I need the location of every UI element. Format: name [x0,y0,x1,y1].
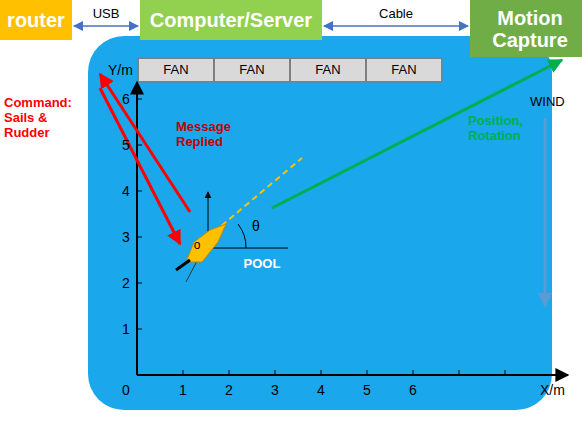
tick-number: 2 [225,382,233,398]
angle-arc [238,224,246,248]
fan-box: FAN [214,58,290,82]
connector-arrow [74,25,138,27]
axis-label: Y/m [108,62,133,78]
wind-label: WIND [530,95,565,110]
reply-label: Message Replied [176,120,246,150]
router-box: router [0,0,72,40]
tick-number: 4 [122,183,130,199]
node-text: router [7,9,65,31]
boat-x-axis [208,248,288,249]
y-axis [136,82,138,375]
x-axis [137,374,568,376]
tick-number: 5 [122,137,130,153]
connector-arrow [324,25,468,27]
wind-arrow [544,118,547,306]
node-text: FAN [391,63,416,77]
tick-number: 4 [317,382,325,398]
node-text: Computer/Server [150,9,312,31]
angle-label: θ [252,218,260,234]
fan-bar [138,58,442,82]
tick-number: 3 [271,382,279,398]
tick-number: 0 [122,382,130,398]
boat [186,224,226,262]
tick-number: 1 [122,321,130,337]
pool-label: POOL [244,257,281,272]
rudder [176,260,190,270]
node-text: FAN [163,63,188,77]
fan-box: FAN [290,58,366,82]
fan-box: FAN [138,58,214,82]
node-text: FAN [315,63,340,77]
edge-label: Cable [377,7,415,21]
command-arrow [100,88,180,244]
axis-label: X/m [540,382,565,398]
server-box: Computer/Server [140,0,322,40]
edge-label: USB [91,7,122,21]
tick-number: 3 [122,229,130,245]
pose-label: Position, Rotation [468,114,530,144]
tick-number: 5 [363,382,371,398]
tick-number: 6 [409,382,417,398]
motion-capture-box: Motion Capture [470,0,582,57]
axis-ticks [137,99,505,375]
fan-box: FAN [366,58,442,82]
node-text: Motion Capture [470,7,582,51]
tick-number: 1 [179,382,187,398]
pose-arrow [272,60,562,208]
command-label: Command: Sails & Rudder [4,96,84,141]
pool [88,36,552,410]
tick-number: 2 [122,275,130,291]
tick-number: 6 [122,91,130,107]
node-text: FAN [239,63,264,77]
origin-label: o [194,239,201,253]
